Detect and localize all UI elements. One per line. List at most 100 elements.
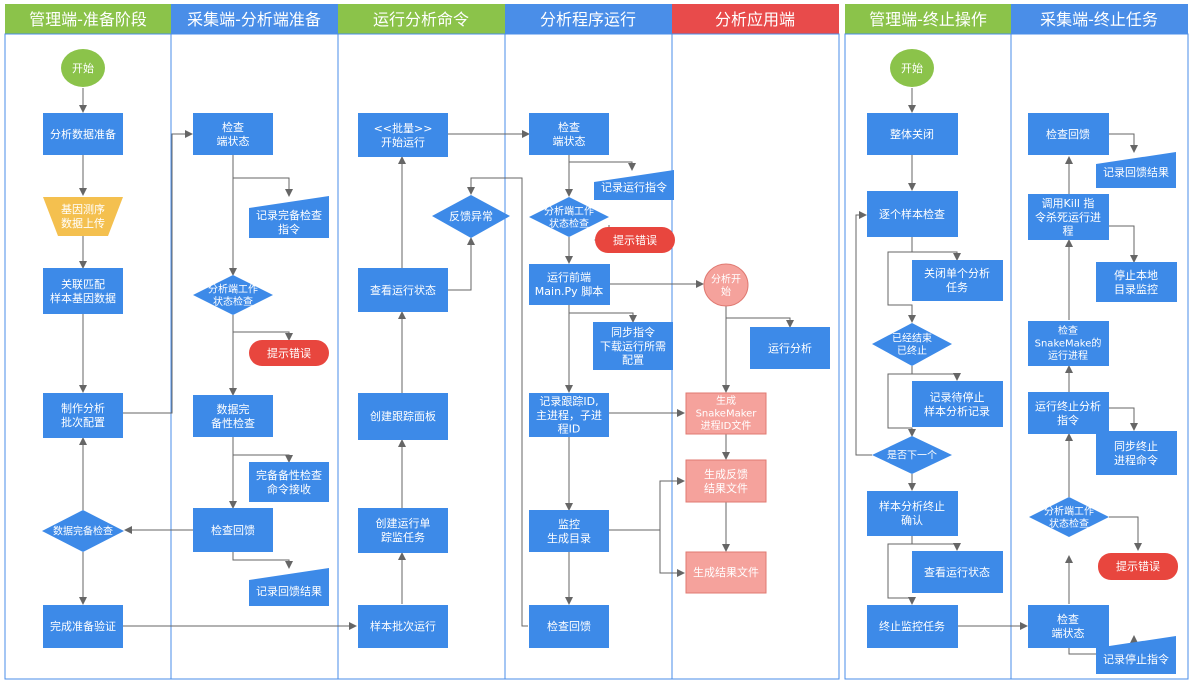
label-l2-feedback: 检查回馈 <box>211 523 255 537</box>
node-text-l1-upload-0: 基因测序 <box>61 202 105 216</box>
node-text-l3-sample-0: 样本批次运行 <box>370 619 436 633</box>
node-text-l7-work-1: 状态检查 <box>1049 517 1089 530</box>
lane-title-l5: 分析应用端 <box>715 10 795 29</box>
label-l2-record-fb: 记录回馈结果 <box>256 585 322 598</box>
node-text-l6-close-one-0: 关闭单个分析 <box>924 266 990 280</box>
node-text-l2-recv-1: 命令接收 <box>267 482 311 496</box>
check-status-box-l4 <box>529 113 609 155</box>
lane-title-l3: 运行分析命令 <box>373 10 469 29</box>
view-run-status-box-l6 <box>912 551 1003 593</box>
lane-l5: 分析应用端 <box>671 4 840 680</box>
node-text-l4-record-id-1: 主进程，子进 <box>536 409 602 422</box>
record-check-cmd-input <box>249 196 329 238</box>
node-text-l4-work-0: 分析端工作 <box>544 204 594 217</box>
node-text-l2-recv-0: 完备备性检查 <box>256 468 322 482</box>
node-text-l4-pre-0: 运行前端 <box>547 270 591 284</box>
lane-header-l1 <box>5 4 171 34</box>
record-track-id-box <box>529 393 609 437</box>
label-l6-start: 开始 <box>901 61 923 75</box>
node-text-l5-gen-fb-0: 生成反馈 <box>704 467 748 481</box>
node-text-l5-gen-res-0: 生成结果文件 <box>693 565 759 579</box>
node-text-l6-confirm-0: 样本分析终止 <box>879 499 945 513</box>
node-text-l1-batch-0: 制作分析 <box>61 401 105 415</box>
error-terminal-l7 <box>1098 553 1178 580</box>
label-l1-check: 数据完备检查 <box>53 525 113 538</box>
node-text-l1-match-0: 关联匹配 <box>61 277 105 291</box>
receive-check-cmd-box <box>249 462 329 502</box>
node-text-l3-exception-0: 反馈异常 <box>449 210 493 223</box>
check-snakemake-box <box>1028 321 1109 366</box>
node-text-l5-gen-id-1: SnakeMaker <box>696 409 758 420</box>
lane-l6: 管理端-终止操作 <box>844 4 1012 680</box>
node-text-l5-run-0: 运行分析 <box>768 341 812 355</box>
error-terminal-l4 <box>595 227 675 253</box>
lane-l3: 运行分析命令 <box>337 4 506 680</box>
node-text-l7-stop-local-0: 停止本地 <box>1114 268 1158 282</box>
next-one-diamond <box>872 436 952 474</box>
label-l3-view: 查看运行状态 <box>370 283 436 297</box>
label-l4-feedback: 检查回馈 <box>547 619 591 633</box>
node-text-l1-match-1: 样本基因数据 <box>50 291 116 305</box>
close-single-task-box <box>912 260 1003 301</box>
lane-title-l1: 管理端-准备阶段 <box>29 10 147 29</box>
terminate-monitor-box <box>867 605 958 648</box>
record-stop-cmd-input <box>1096 636 1176 674</box>
node-text-l7-check-proc-0: 检查 <box>1058 324 1078 337</box>
node-text-l4-work-1: 状态检查 <box>549 217 589 230</box>
node-text-l5-start-1: 始 <box>721 285 731 298</box>
start-node-l6 <box>890 49 934 87</box>
node-text-l7-run-stop-1: 指令 <box>1057 413 1079 427</box>
gen-feedback-file-box <box>685 459 767 503</box>
node-text-l2-complete-0: 数据完 <box>217 402 250 416</box>
node-text-l1-check-0: 数据完备检查 <box>53 525 113 538</box>
finish-verify-box <box>43 605 123 648</box>
node-text-l3-batchrun-0: <<批量>> <box>374 121 433 135</box>
node-text-l2-record-fb-0: 记录回馈结果 <box>256 585 322 598</box>
lane-header-l3 <box>338 4 505 34</box>
label-l3-sample: 样本批次运行 <box>370 619 436 633</box>
data-check-diamond <box>42 510 124 552</box>
record-feedback-input-l7 <box>1096 152 1176 188</box>
node-text-l2-record-cmd-0: 记录完备检查 <box>256 208 322 222</box>
record-pending-stop-box <box>912 381 1003 427</box>
node-text-l7-sync-stop-1: 进程命令 <box>1114 453 1158 467</box>
node-text-l6-view-0: 查看运行状态 <box>924 565 990 579</box>
node-text-l2-feedback-0: 检查回馈 <box>211 523 255 537</box>
label-l4-err: 提示错误 <box>613 233 657 247</box>
label-l4-record-cmd: 记录运行指令 <box>601 180 667 194</box>
label-l1-done: 完成准备验证 <box>50 619 116 633</box>
node-text-l4-sync-2: 配置 <box>622 354 644 367</box>
node-text-l6-finished-1: 已终止 <box>897 344 927 357</box>
node-text-l6-confirm-1: 确认 <box>901 514 923 527</box>
node-text-l3-batchrun-1: 开始运行 <box>381 135 425 149</box>
record-run-cmd-input <box>594 170 674 200</box>
node-text-l7-kill-2: 程 <box>1063 225 1074 238</box>
create-monitor-task-box <box>358 508 448 553</box>
node-text-l5-gen-fb-1: 结果文件 <box>704 481 748 495</box>
node-text-l2-err-0: 提示错误 <box>267 346 311 360</box>
node-text-l6-next-0: 是否下一个 <box>887 450 937 462</box>
lane-title-l4: 分析程序运行 <box>540 10 636 29</box>
node-text-l7-kill-0: 调用Kill 指 <box>1042 196 1095 210</box>
monitor-output-dir-box <box>529 510 609 552</box>
lane-header-l6 <box>845 4 1011 34</box>
create-panel-box <box>358 393 448 440</box>
lane-title-l7: 采集端-终止任务 <box>1040 10 1158 29</box>
node-text-l7-record-stop-0: 记录停止指令 <box>1103 652 1169 666</box>
check-each-sample-box <box>867 191 958 237</box>
lane-l2: 采集端-分析端准备 <box>170 4 339 680</box>
lane-header-l5 <box>672 4 839 34</box>
